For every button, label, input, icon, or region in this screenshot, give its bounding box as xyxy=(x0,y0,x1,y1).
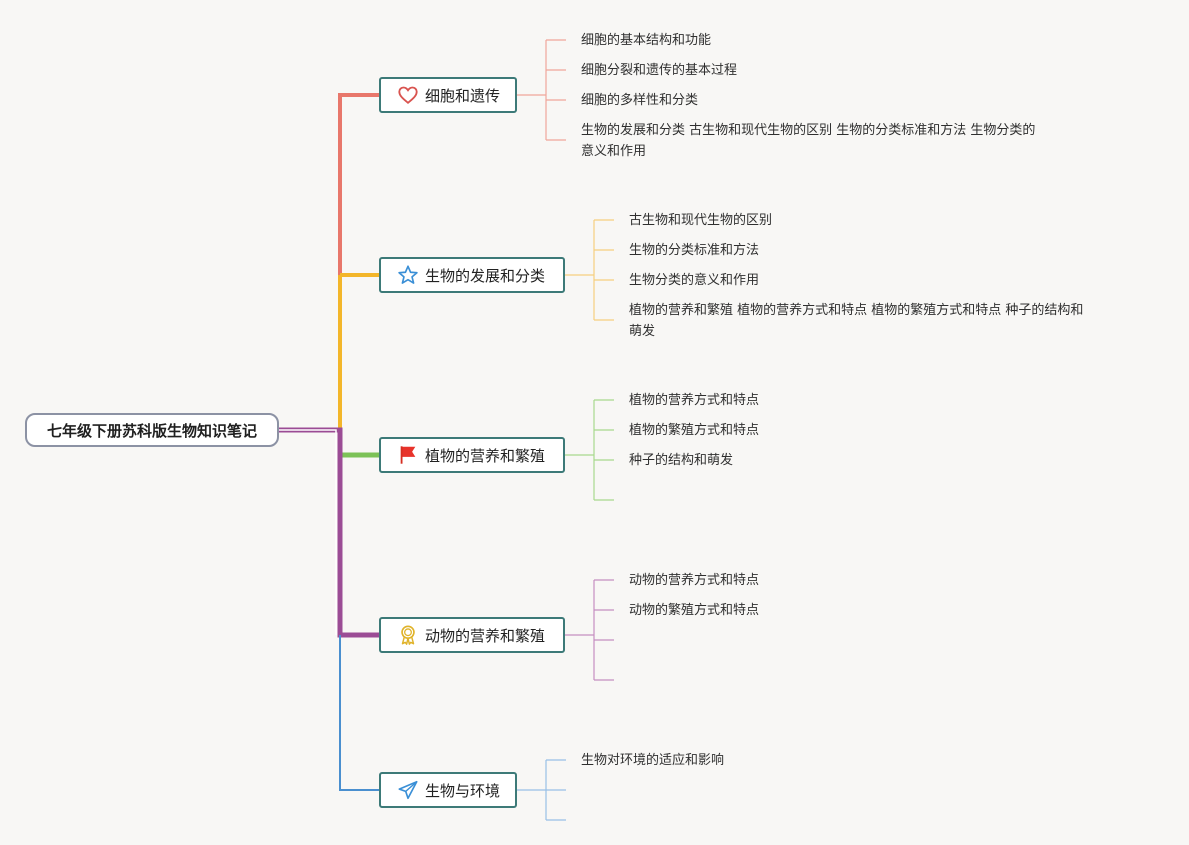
branch-cell-heredity[interactable]: 细胞和遗传 xyxy=(379,77,517,113)
leaf-links-branch-1 xyxy=(516,39,566,141)
branch-evolution-classification[interactable]: 生物的发展和分类 xyxy=(379,257,565,293)
medal-icon xyxy=(401,625,415,645)
link-root-branch-1 xyxy=(279,93,379,432)
paper-plane-icon xyxy=(398,780,418,800)
leaf-item[interactable]: 细胞分裂和遗传的基本过程 xyxy=(581,63,738,78)
leaf-item[interactable]: 植物的繁殖方式和特点 xyxy=(629,423,760,438)
branch-label: 动物的营养和繁殖 xyxy=(425,626,546,645)
link-root-branch-4 xyxy=(279,427,379,638)
leaf-item[interactable]: 细胞的多样性和分类 xyxy=(581,93,699,108)
link-root-branch-5 xyxy=(339,635,379,791)
leaf-item[interactable]: 生物对环境的适应和影响 xyxy=(581,753,725,768)
leaf-item[interactable]: 植物的营养和繁殖 植物的营养方式和特点 植物的繁殖方式和特点 种子的结构和 xyxy=(629,303,1084,318)
branch-label: 生物与环境 xyxy=(425,781,501,800)
leaf-links-branch-4 xyxy=(564,579,614,681)
leaf-item[interactable]: 生物的分类标准和方法 xyxy=(629,243,760,258)
branch-label: 生物的发展和分类 xyxy=(425,266,546,285)
leaf-item-continued: 萌发 xyxy=(629,324,656,339)
branch-environment[interactable]: 生物与环境 xyxy=(379,772,517,808)
link-root-branch-4-inner xyxy=(279,429,337,635)
star-icon xyxy=(398,265,418,284)
root-label: 七年级下册苏科版生物知识笔记 xyxy=(46,421,257,440)
flag-icon xyxy=(400,446,416,464)
root-node[interactable]: 七年级下册苏科版生物知识笔记 xyxy=(25,413,279,447)
leaf-links-branch-3 xyxy=(564,399,614,501)
leaf-item[interactable]: 动物的营养方式和特点 xyxy=(629,573,760,588)
leaf-links-branch-2 xyxy=(564,219,614,321)
leaf-item[interactable]: 动物的繁殖方式和特点 xyxy=(629,603,760,618)
branch-animal-nutrition[interactable]: 动物的营养和繁殖 xyxy=(379,617,565,653)
leaf-item-continued: 意义和作用 xyxy=(581,144,647,159)
leaf-item[interactable]: 古生物和现代生物的区别 xyxy=(629,213,773,228)
branch-label: 植物的营养和繁殖 xyxy=(425,446,546,465)
leaf-item[interactable]: 生物的发展和分类 古生物和现代生物的区别 生物的分类标准和方法 生物分类的 xyxy=(581,123,1036,138)
leaf-item[interactable]: 种子的结构和萌发 xyxy=(629,453,734,468)
branch-label: 细胞和遗传 xyxy=(425,86,501,105)
heart-icon xyxy=(398,86,418,104)
leaf-item[interactable]: 植物的营养方式和特点 xyxy=(629,393,760,408)
leaf-links-branch-5 xyxy=(516,759,566,821)
leaf-item[interactable]: 细胞的基本结构和功能 xyxy=(581,33,712,48)
leaf-item[interactable]: 生物分类的意义和作用 xyxy=(629,273,760,288)
branch-plant-nutrition[interactable]: 植物的营养和繁殖 xyxy=(379,437,565,473)
